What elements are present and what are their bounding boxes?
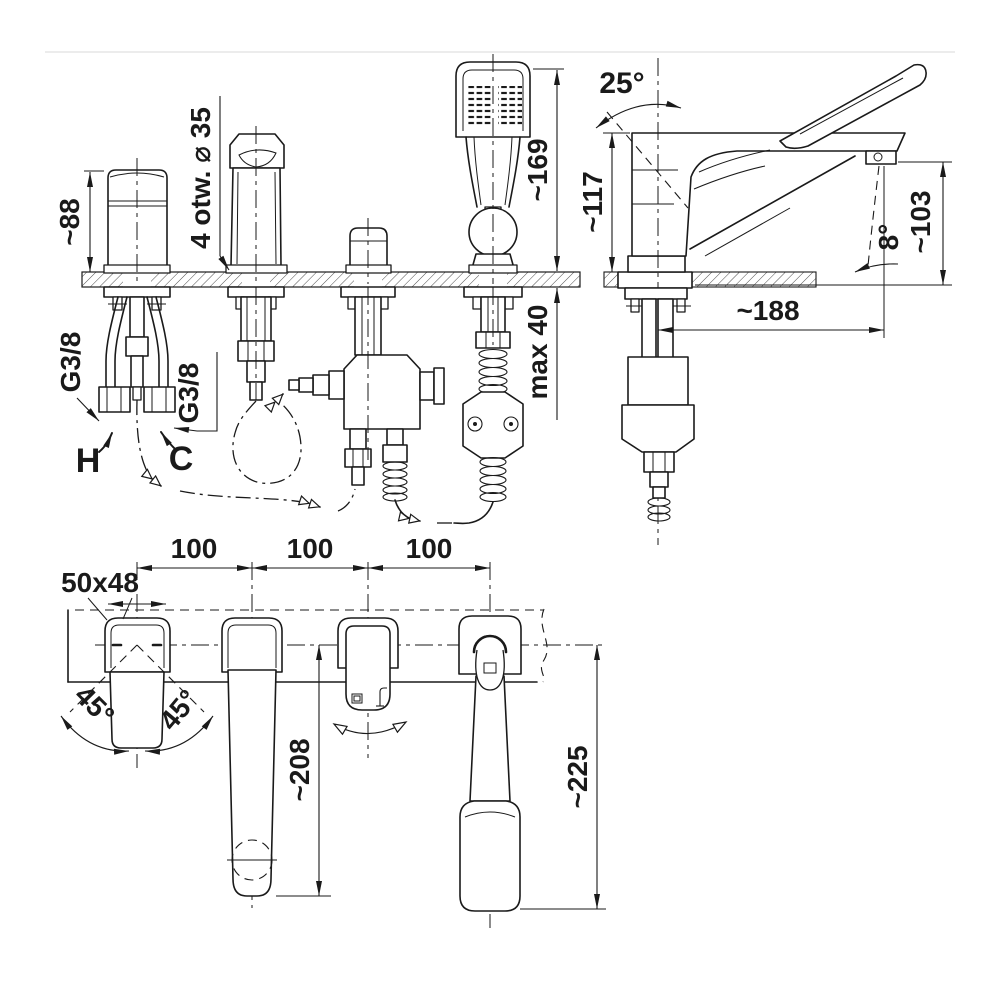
- spray-nozzles-right: [498, 86, 522, 127]
- hose-routing: [136, 393, 494, 525]
- mixer-body-side: [617, 132, 906, 289]
- spout-front: [225, 126, 288, 284]
- dim-body-height: ~117: [577, 171, 608, 233]
- diverter-hose-coil: [382, 461, 408, 502]
- g38-nut-cold: [143, 386, 176, 413]
- shower-bottom: [458, 615, 522, 912]
- dim-pitch-2: 100: [287, 533, 334, 564]
- side-deck-left: [603, 271, 619, 288]
- aerator: [865, 150, 897, 165]
- dim-pitch-1: 100: [171, 533, 218, 564]
- dim-deck-max: max 40: [522, 305, 553, 400]
- dim-handle-footprint: 50x48: [61, 567, 139, 598]
- bottom-view: 100 100 100 50x48 45° 45° ~208 ~225: [60, 533, 606, 928]
- hand-shower-front: [455, 54, 531, 284]
- front-dimensions: ~88 4 otw. ⌀ 35 ~169 max 40 G3/8 G3/8 H …: [54, 68, 564, 480]
- diverter-front: [345, 218, 392, 284]
- hose-weight: [462, 391, 524, 459]
- spout-underdeck: [227, 286, 285, 401]
- shower-socket-arc: [472, 634, 508, 654]
- dim-shower-length: ~225: [562, 745, 593, 808]
- label-thread-cold: G3/8: [173, 363, 204, 424]
- dim-spout-length: ~208: [284, 738, 315, 801]
- diverter-right-port: [419, 367, 445, 405]
- handle-underdeck: [98, 286, 176, 413]
- dim-lever-angle: 25°: [599, 67, 644, 100]
- dim-stream-angle: 8°: [873, 224, 904, 251]
- lever-axis-dashed: [606, 111, 689, 209]
- g38-nut-hot: [98, 386, 131, 413]
- spray-nozzles-left: [468, 86, 492, 127]
- shower-hose-coil-lower: [479, 456, 507, 503]
- diverter-spout-icon: [376, 687, 387, 707]
- side-dimensions: 25° ~117 8° ~103 ~188: [577, 67, 952, 338]
- side-view: 25° ~117 8° ~103 ~188: [577, 58, 952, 545]
- dim-mounting-holes: 4 otw. ⌀ 35: [185, 107, 216, 249]
- dim-handle-height: ~88: [54, 198, 85, 246]
- diverter-underdeck: [288, 286, 445, 502]
- water-stream-dashed: [867, 165, 880, 267]
- bottom-dimensions: 100 100 100 50x48 45° 45° ~208 ~225: [60, 533, 606, 910]
- mounting-deck: [81, 271, 581, 288]
- side-underdeck: [621, 287, 695, 522]
- mixer-handle-front: [103, 158, 171, 284]
- front-view: ~88 4 otw. ⌀ 35 ~169 max 40 G3/8 G3/8 H …: [54, 54, 581, 525]
- label-thread-hot: G3/8: [55, 332, 86, 393]
- deck-break-line: [540, 608, 548, 683]
- label-hot: H: [76, 442, 101, 480]
- dim-shower-height: ~169: [522, 138, 553, 201]
- diverter-shower-icon: [351, 693, 363, 704]
- diverter-inlet-barb: [288, 370, 345, 400]
- shower-underdeck: [462, 286, 524, 503]
- dim-pitch-3: 100: [406, 533, 453, 564]
- shower-hose-coil-upper: [478, 348, 508, 395]
- dim-outlet-height: ~103: [905, 190, 936, 253]
- dim-spout-reach: ~188: [736, 295, 799, 326]
- spout-bottom: [221, 617, 283, 897]
- handle-bottom: [104, 617, 171, 749]
- lever-side: [779, 63, 927, 150]
- diverter-bottom: [334, 617, 406, 734]
- diverter-rotation-arrow: [334, 722, 406, 734]
